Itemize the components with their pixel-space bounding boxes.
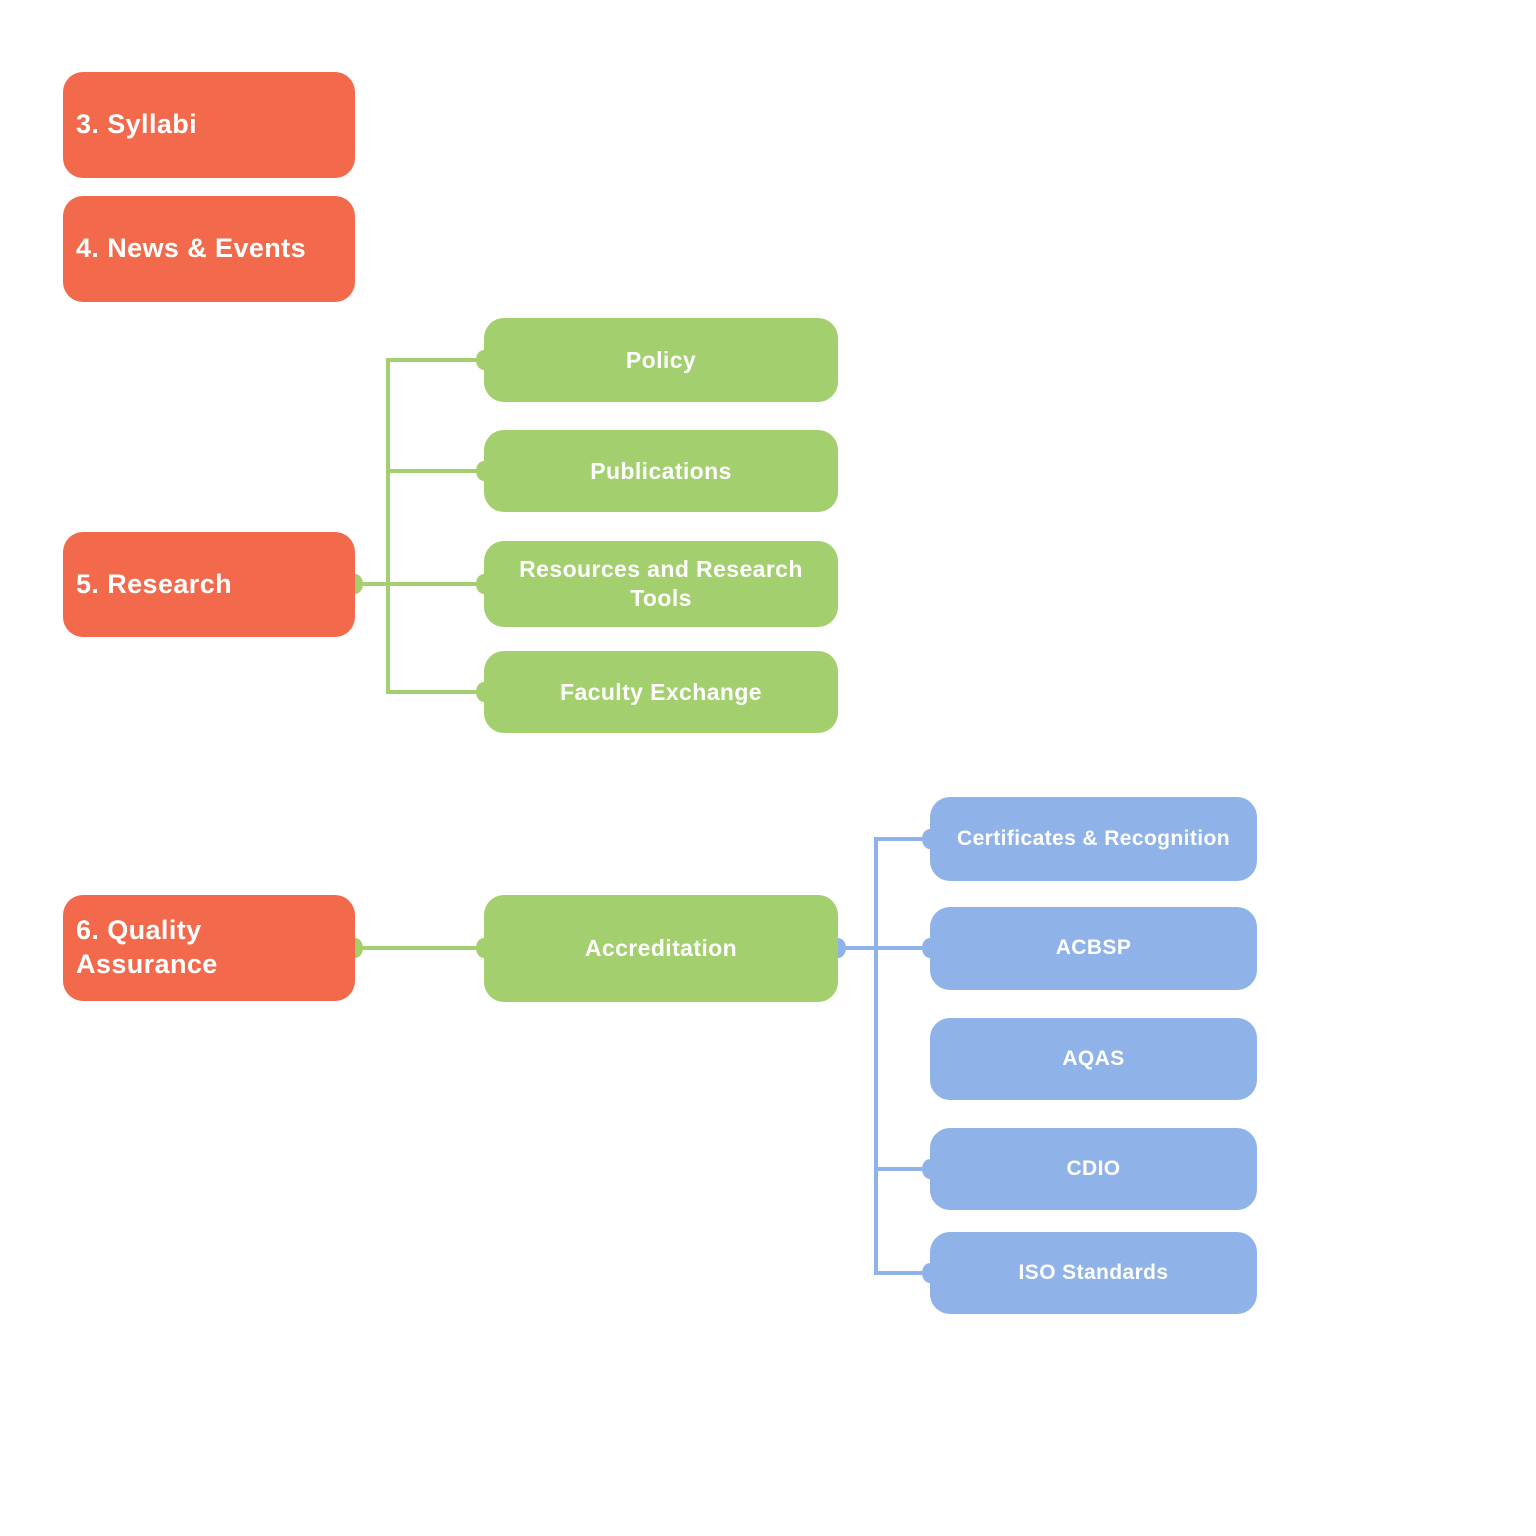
node-label: 3. Syllabi bbox=[76, 109, 198, 140]
node-label: 6. Quality Assurance bbox=[76, 915, 218, 979]
node-cdio[interactable]: CDIO bbox=[930, 1128, 1257, 1210]
node-label: 4. News & Events bbox=[76, 233, 306, 264]
connector-line-branch-cdio bbox=[876, 1167, 930, 1171]
node-label: Policy bbox=[625, 346, 697, 373]
node-certificates[interactable]: Certificates & Recognition bbox=[930, 797, 1257, 881]
connector-line-research-main-line bbox=[355, 582, 484, 586]
connector-line-branch-policy bbox=[388, 358, 484, 362]
node-label: CDIO bbox=[1066, 1156, 1121, 1180]
node-label: Certificates & Recognition bbox=[957, 826, 1230, 850]
connector-line-accreditation-main-line bbox=[838, 946, 930, 950]
node-resources-tools[interactable]: Resources and Research Tools bbox=[484, 541, 838, 627]
node-label: Accreditation bbox=[584, 935, 738, 962]
node-policy[interactable]: Policy bbox=[484, 318, 838, 402]
node-label: ISO Standards bbox=[1018, 1260, 1169, 1284]
connector-line-branch-certificates bbox=[876, 837, 930, 841]
node-label: AQAS bbox=[1062, 1046, 1125, 1070]
connector-line-branch-iso-standards bbox=[876, 1271, 930, 1275]
node-label: 5. Research bbox=[76, 568, 232, 599]
node-label: Faculty Exchange bbox=[560, 678, 762, 705]
node-quality-assurance[interactable]: 6. Quality Assurance bbox=[63, 895, 355, 1001]
node-iso-standards[interactable]: ISO Standards bbox=[930, 1232, 1257, 1314]
node-label: Resources and Research Tools bbox=[519, 556, 803, 611]
node-label: ACBSP bbox=[1055, 936, 1132, 960]
connector-line-branch-faculty-exchange bbox=[388, 690, 484, 694]
node-news-events[interactable]: 4. News & Events bbox=[63, 196, 355, 302]
node-label: Publications bbox=[590, 457, 732, 484]
node-syllabi[interactable]: 3. Syllabi bbox=[63, 72, 355, 178]
node-acbsp[interactable]: ACBSP bbox=[930, 907, 1257, 990]
node-research[interactable]: 5. Research bbox=[63, 532, 355, 637]
connector-line-branch-publications bbox=[388, 469, 484, 473]
connector-line-accreditation-trunk bbox=[874, 837, 878, 1275]
connector-line-research-trunk bbox=[386, 358, 390, 694]
node-accreditation[interactable]: Accreditation bbox=[484, 895, 838, 1002]
node-publications[interactable]: Publications bbox=[484, 430, 838, 512]
node-faculty-exchange[interactable]: Faculty Exchange bbox=[484, 651, 838, 733]
connector-line-qa-accreditation-line bbox=[355, 946, 484, 950]
node-aqas[interactable]: AQAS bbox=[930, 1018, 1257, 1100]
